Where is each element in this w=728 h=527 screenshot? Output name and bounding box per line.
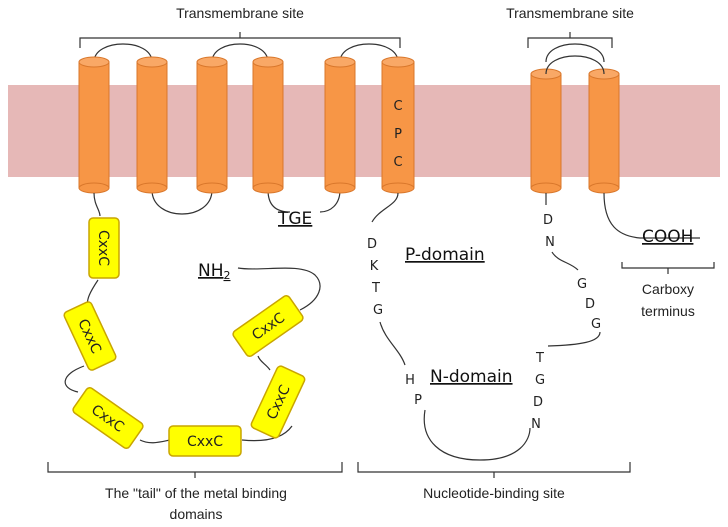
dn-n: N: [545, 235, 555, 250]
mbd-box-5: [250, 365, 306, 439]
tm-helix-7: [530, 68, 562, 194]
tm-helix-2: [136, 56, 168, 194]
mbd-box-3: [72, 387, 144, 449]
cpc-c1: C: [393, 99, 402, 114]
cpc-p: P: [394, 127, 402, 142]
bracket-nucleotide: [357, 462, 631, 478]
tge-motif: TGE: [277, 209, 312, 229]
gdg-d: D: [585, 297, 595, 312]
loop-bottom-4-5: [267, 189, 291, 213]
mbd-label-4: CxxC: [187, 434, 223, 450]
bracket-tm-site-left: [79, 32, 401, 48]
tm-helix-3: [196, 56, 228, 194]
tm-helix-4: [252, 56, 284, 194]
mbd-box-2: [63, 301, 117, 371]
p-domain-chain: [371, 192, 531, 461]
mbd-label-1: CxxC: [95, 230, 111, 266]
tgdn-t: T: [535, 351, 544, 366]
label-tail-2: domains: [170, 506, 223, 522]
loop-top-3-4: [211, 43, 269, 63]
loop-top-1-2: [93, 43, 153, 63]
bracket-tm-site-right: [527, 32, 613, 48]
tgdn-d: D: [533, 395, 543, 410]
cooh-terminus: COOH: [642, 227, 693, 247]
dktg-k: K: [370, 259, 379, 274]
label-tm-site-right: Transmembrane site: [506, 5, 634, 21]
hp-h: H: [405, 373, 415, 388]
n-domain-chain: [545, 193, 601, 347]
label-nucleotide: Nucleotide-binding site: [423, 485, 565, 501]
nh2-terminus: NH2: [198, 261, 231, 282]
tm-helix-8: [588, 68, 620, 194]
gdg-g1: G: [577, 277, 587, 292]
loop-top-5-6: [339, 43, 399, 63]
bracket-tail: [47, 462, 343, 478]
dktg-t: T: [371, 281, 380, 296]
dn-d: D: [543, 213, 553, 228]
n-domain-label: N-domain: [430, 367, 513, 387]
loop-top-7-8: [545, 43, 605, 63]
mbd-tail-chain: [64, 192, 321, 444]
mbd-box-4: [168, 425, 242, 457]
tgdn-g: G: [535, 373, 545, 388]
tgdn-n: N: [531, 417, 541, 432]
label-tm-site-left: Transmembrane site: [176, 5, 304, 21]
loop-bottom-4-5b: [319, 189, 341, 213]
loop-bottom-2-3: [151, 189, 213, 215]
dktg-d: D: [367, 237, 377, 252]
label-carboxy-1: Carboxy: [642, 281, 694, 297]
tm-helix-6-cpc: [381, 56, 415, 194]
label-carboxy-2: terminus: [641, 303, 695, 319]
loop-top-7-8-inner: [545, 55, 605, 75]
bracket-carboxy: [621, 262, 715, 274]
gdg-g2: G: [591, 317, 601, 332]
cooh-chain: [603, 192, 700, 239]
cpc-c2: C: [393, 155, 402, 170]
label-tail-1: The "tail" of the metal binding: [105, 485, 287, 501]
dktg-g: G: [373, 303, 383, 318]
p-domain-label: P-domain: [405, 245, 485, 265]
hp-p: P: [414, 393, 422, 408]
tm-helix-5: [324, 56, 356, 194]
mbd-box-1: [88, 217, 120, 279]
mbd-box-6: [232, 295, 304, 357]
tm-helix-1: [78, 56, 110, 194]
